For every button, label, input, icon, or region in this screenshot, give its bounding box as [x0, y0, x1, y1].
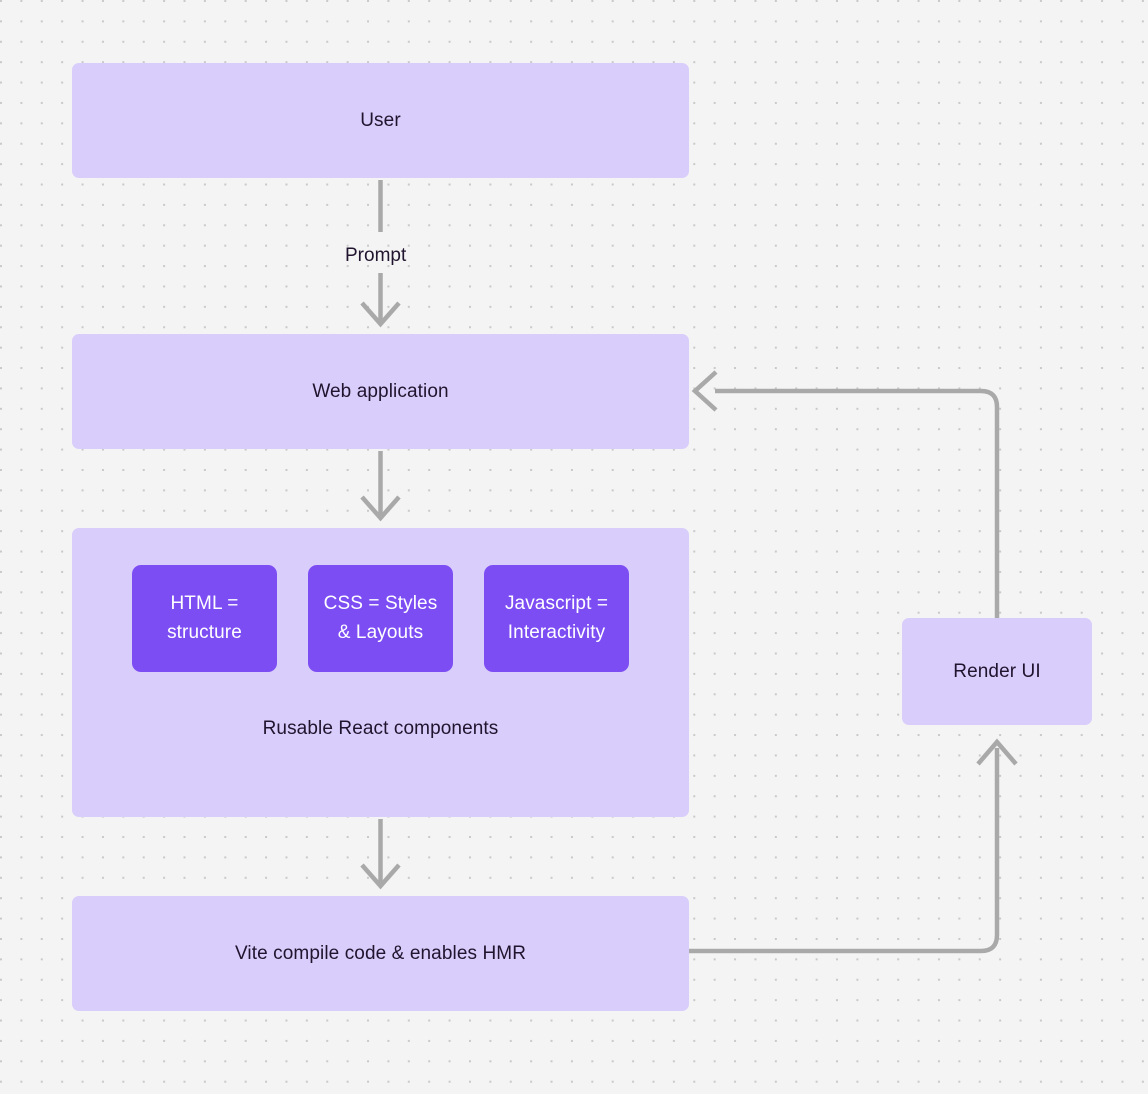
- chip-css[interactable]: CSS = Styles & Layouts: [308, 565, 453, 672]
- chip-html-line1: HTML =: [170, 593, 239, 614]
- chip-javascript-line2: Interactivity: [507, 621, 606, 643]
- node-web-application[interactable]: Web application: [72, 334, 689, 449]
- node-react-components[interactable]: HTML = structure CSS = Styles & Layouts …: [72, 528, 689, 817]
- node-user[interactable]: User: [72, 63, 689, 178]
- chip-javascript-label: Javascript = Interactivity: [505, 590, 608, 647]
- arrowhead-down-to-webapp: [360, 301, 401, 328]
- chip-css-line1: CSS = Styles: [323, 593, 438, 614]
- chip-css-line2: & Layouts: [337, 621, 424, 643]
- arrowhead-up-to-render-ui: [976, 738, 1018, 766]
- node-vite[interactable]: Vite compile code & enables HMR: [72, 896, 689, 1011]
- node-web-application-label: Web application: [312, 380, 449, 402]
- node-user-label: User: [360, 109, 401, 131]
- edge-vite-to-render-ui: [689, 748, 1000, 954]
- chip-html-line2: structure: [167, 621, 242, 643]
- chip-row: HTML = structure CSS = Styles & Layouts …: [72, 565, 689, 672]
- arrowhead-left-to-webapp: [691, 370, 718, 412]
- chip-javascript-line1: Javascript =: [504, 593, 609, 614]
- chip-javascript[interactable]: Javascript = Interactivity: [484, 565, 629, 672]
- node-render-ui[interactable]: Render UI: [902, 618, 1092, 725]
- arrowhead-down-to-vite: [360, 863, 401, 890]
- chip-html-label: HTML = structure: [167, 590, 242, 647]
- chip-css-label: CSS = Styles & Layouts: [324, 590, 438, 647]
- node-react-components-caption: Rusable React components: [262, 718, 499, 739]
- edge-render-ui-to-webapp: [715, 388, 1000, 618]
- node-render-ui-label: Render UI: [953, 660, 1041, 682]
- edge-label-prompt: Prompt: [345, 245, 407, 266]
- arrowhead-down-to-components: [360, 495, 401, 522]
- node-vite-label: Vite compile code & enables HMR: [234, 942, 527, 964]
- chip-html[interactable]: HTML = structure: [132, 565, 277, 672]
